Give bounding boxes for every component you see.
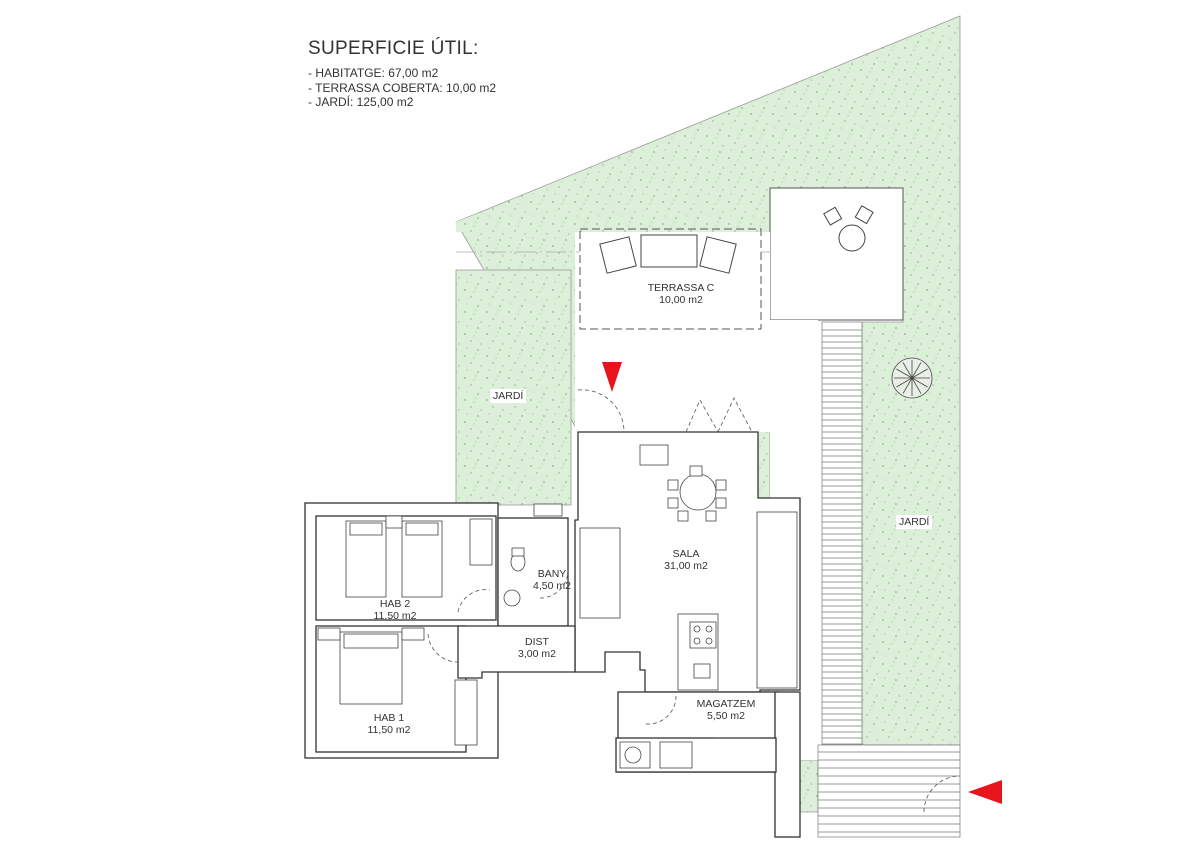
cooktop-icon — [689, 621, 717, 649]
room-label-bany: BANY 4,50 m2 — [522, 568, 582, 592]
room-name: DIST — [525, 636, 549, 648]
table-icon — [679, 473, 717, 511]
tree-icon — [891, 357, 933, 399]
room-name: TERRASSA C — [647, 282, 715, 294]
room-area: 10,00 m2 — [659, 294, 703, 306]
door-swings — [427, 389, 961, 813]
room-area: 11,50 m2 — [373, 610, 417, 622]
garden-label-text: JARDÍ — [896, 515, 933, 529]
garden-left — [455, 269, 572, 506]
garden-top-left — [456, 175, 575, 232]
building — [304, 431, 801, 838]
furniture — [317, 444, 798, 769]
pergola-square — [769, 187, 904, 321]
room-label-hab2: HAB 2 11,50 m2 — [360, 598, 430, 622]
legend-title: SUPERFICIE ÚTIL: — [308, 38, 479, 59]
room-label-terrassa: TERRASSA C 10,00 m2 — [636, 282, 726, 306]
legend-line-jardi: - JARDÍ: 125,00 m2 — [308, 95, 414, 109]
legend-line-terrassa: - TERRASSA COBERTA: 10,00 m2 — [308, 80, 497, 95]
terrace — [456, 228, 770, 330]
area-legend: SUPERFICIE ÚTIL: - HABITATGE: 67,00 m2 -… — [308, 38, 496, 110]
room-label-hab1: HAB 1 11,50 m2 — [354, 712, 424, 736]
armchair-icon — [599, 236, 637, 274]
room-name: HAB 2 — [379, 598, 411, 610]
room-label-sala: SALA 31,00 m2 — [646, 548, 726, 572]
ramp — [817, 321, 961, 838]
sink-icon — [503, 589, 521, 607]
garden-label-right: JARDÍ — [896, 515, 933, 529]
room-name: HAB 1 — [373, 712, 405, 724]
table-icon — [823, 205, 874, 252]
room-label-magatzem: MAGATZEM 5,50 m2 — [686, 698, 766, 722]
legend-line-habitatge: - HABITATGE: 67,00 m2 — [308, 66, 439, 80]
armchair-icon — [699, 236, 737, 274]
sofa-icon — [579, 527, 621, 619]
entrance-arrow-icon — [602, 362, 1002, 804]
room-name: SALA — [672, 548, 700, 560]
room-area: 3,00 m2 — [518, 648, 556, 660]
garden-label-left: JARDÍ — [490, 389, 527, 403]
sofa-icon — [640, 234, 698, 268]
room-name: BANY — [537, 568, 567, 580]
room-area: 5,50 m2 — [707, 710, 745, 722]
garden-label-text: JARDÍ — [490, 389, 527, 403]
room-name: MAGATZEM — [696, 698, 756, 710]
room-area: 4,50 m2 — [533, 580, 571, 592]
room-area: 31,00 m2 — [664, 560, 708, 572]
room-area: 11,50 m2 — [367, 724, 411, 736]
room-label-dist: DIST 3,00 m2 — [502, 636, 572, 660]
